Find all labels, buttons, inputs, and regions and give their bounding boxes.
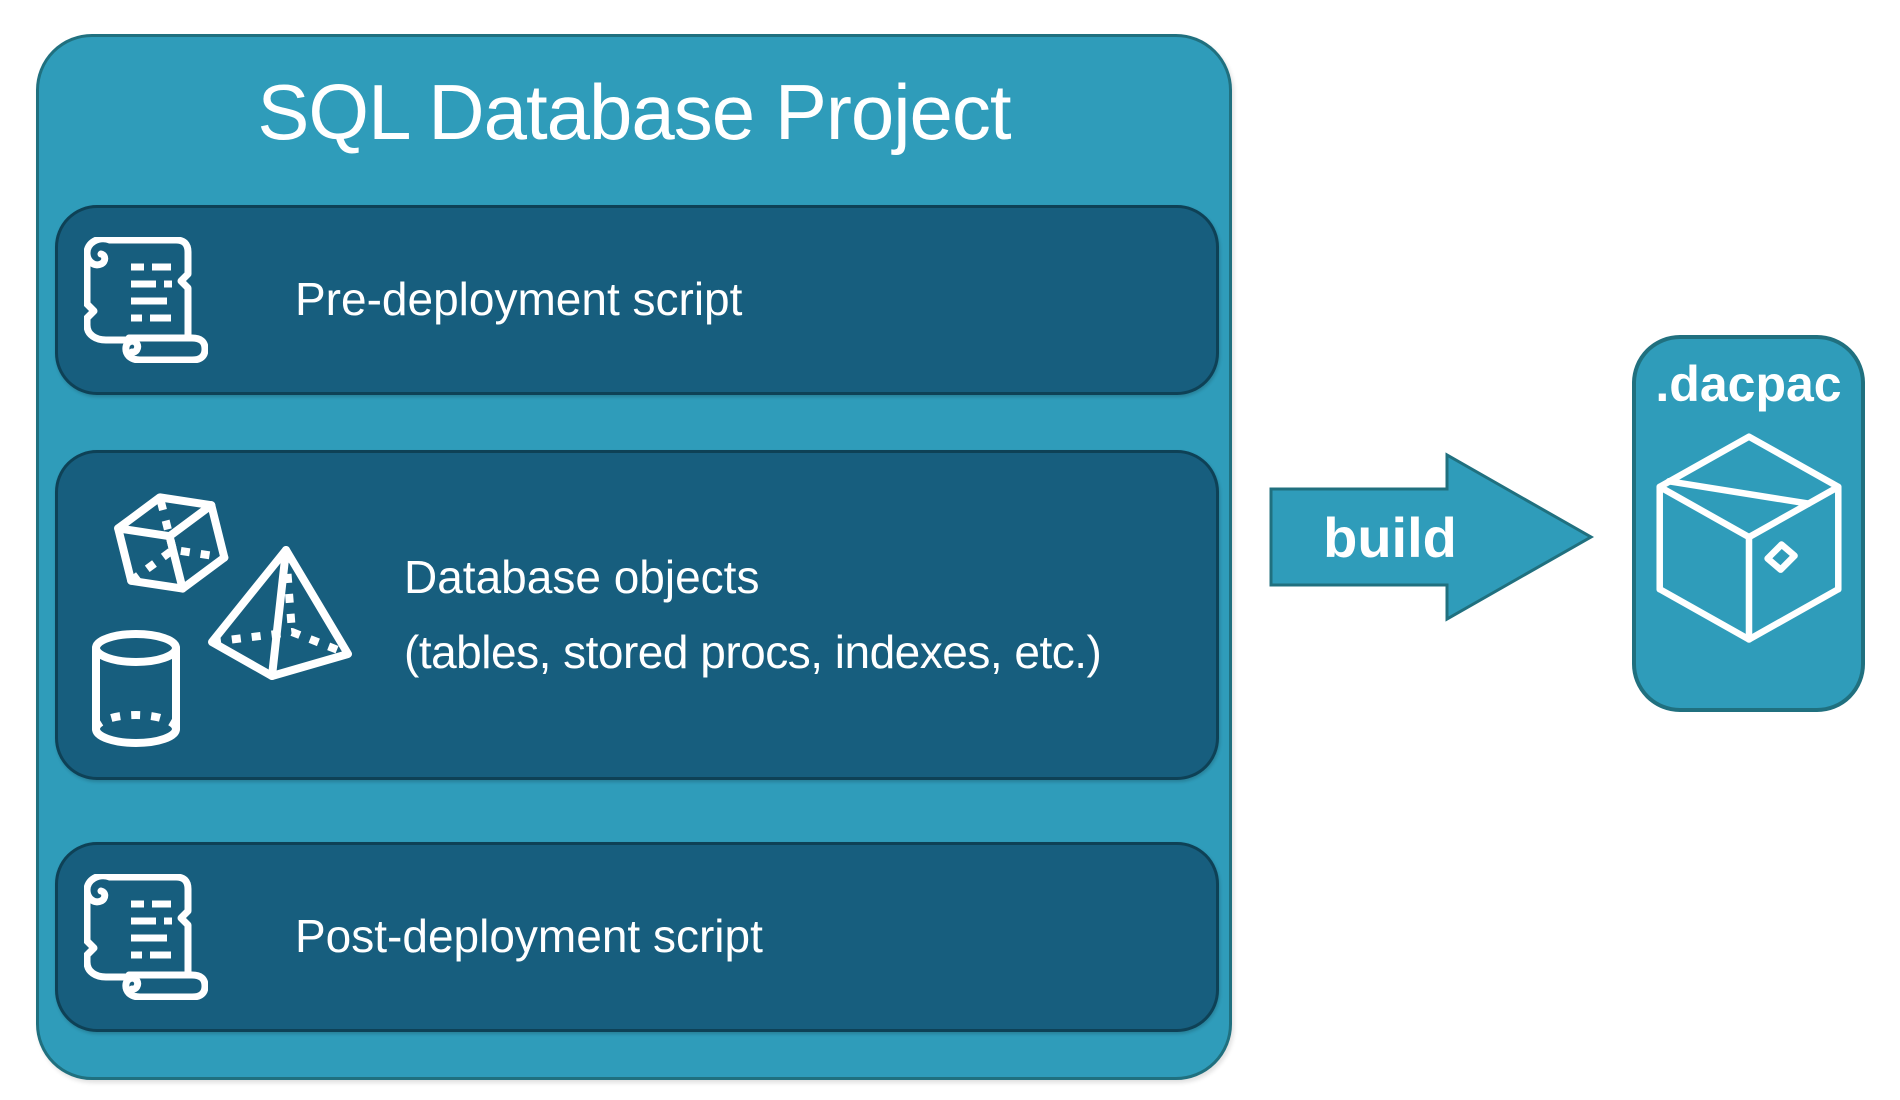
database-objects-box: Database objects (tables, stored procs, …	[55, 450, 1219, 780]
post-deployment-box: Post-deployment script	[55, 842, 1219, 1032]
database-objects-label: Database objects (tables, stored procs, …	[404, 540, 1102, 689]
post-deployment-label: Post-deployment script	[295, 910, 763, 963]
database-objects-label-line2: (tables, stored procs, indexes, etc.)	[404, 626, 1102, 678]
package-icon	[1655, 433, 1842, 643]
project-title: SQL Database Project	[257, 68, 1011, 156]
database-shapes-icon	[92, 493, 352, 747]
cylinder-icon	[92, 630, 180, 747]
pre-deployment-box: Pre-deployment script	[55, 205, 1219, 395]
pyramid-icon	[208, 546, 352, 680]
scroll-icon	[84, 874, 208, 1000]
build-arrow-label: build	[1323, 505, 1457, 569]
dacpac-box: .dacpac	[1632, 335, 1865, 712]
sql-database-project-container: SQL Database Project Pre-deployment scri…	[36, 34, 1232, 1080]
pre-deployment-label: Pre-deployment script	[295, 273, 743, 326]
dacpac-label: .dacpac	[1655, 356, 1842, 412]
cube-icon	[114, 493, 229, 593]
scroll-icon	[84, 237, 208, 363]
database-objects-label-line1: Database objects	[404, 551, 760, 604]
build-arrow	[1269, 452, 1595, 622]
